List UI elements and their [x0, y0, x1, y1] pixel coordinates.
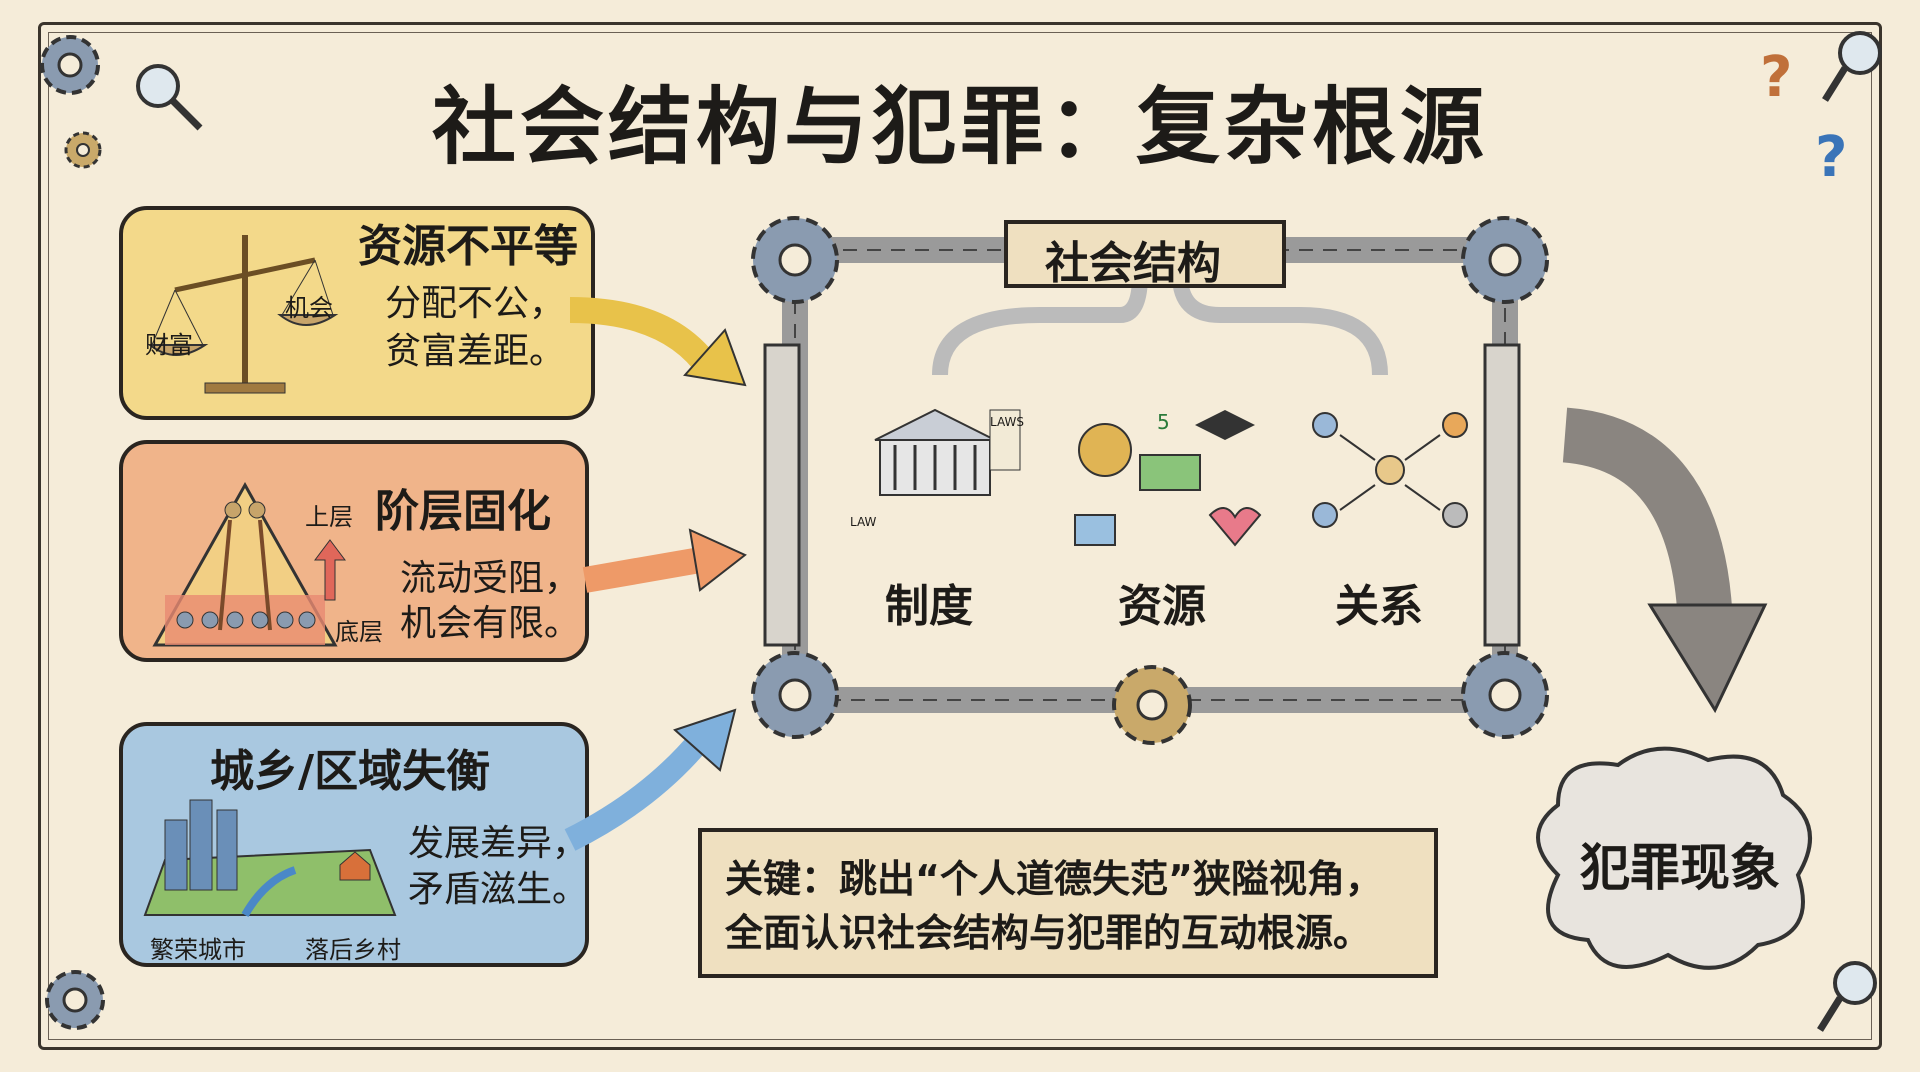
magnifier-icon: [1817, 961, 1877, 1032]
government-building-icon: [874, 408, 1021, 496]
key-insight-line: 关键：跳出“个人道德失范”狭隘视角，: [725, 857, 1383, 901]
city-village-icon: [143, 799, 397, 918]
panel-desc-line: 发展差异，: [408, 823, 589, 864]
pillar-label-resources: 资源: [1118, 581, 1206, 632]
pillar-label-institutions: 制度: [885, 581, 973, 632]
gear-icon: [45, 970, 105, 1030]
crime-phenomenon-label: 犯罪现象: [1580, 839, 1780, 897]
panel-class-solidification: [119, 440, 589, 662]
center-banner: [1004, 220, 1286, 288]
people-network-icon: [1312, 412, 1468, 528]
key-insight-banner: [698, 828, 1438, 978]
panel-desc-line: 矛盾滋生。: [408, 869, 589, 910]
gear-icon: [40, 35, 100, 95]
panel-desc-line: 机会有限。: [400, 603, 581, 644]
magnifier-icon: [1822, 31, 1882, 102]
pyramid-icon: [152, 481, 338, 647]
money-education-health-icons: [1074, 410, 1262, 547]
panel-desc-line: 分配不公，: [385, 283, 566, 324]
panel-desc-line: 流动受阻，: [400, 558, 581, 599]
page-title: 社会结构与犯罪：复杂根源: [431, 78, 1488, 176]
social-structure-frame: [751, 216, 1549, 745]
outer-border: [38, 22, 1882, 1050]
arrow-icon: [582, 528, 747, 593]
pillar-label-relations: 关系: [1335, 581, 1423, 632]
arrow-icon: [569, 297, 747, 387]
scale-label-opportunity: 机会: [285, 294, 333, 322]
magnifier-icon: [136, 64, 203, 131]
pyramid-label-lower: 底层: [335, 618, 383, 646]
inner-border: [48, 32, 1872, 1040]
panel-title: 城乡/区域失衡: [210, 746, 491, 797]
speech-bubble-number: 5: [1157, 410, 1170, 434]
panel-title: 阶层固化: [375, 486, 551, 537]
question-mark-icon: ?: [1760, 45, 1793, 110]
scale-label-wealth: 财富: [145, 331, 193, 359]
down-arrow-icon: [1562, 407, 1768, 714]
crime-cloud: [1536, 746, 1812, 970]
law-scroll-label: LAWS: [990, 415, 1024, 429]
center-banner-title: 社会结构: [1045, 238, 1221, 289]
law-doc-label: LAW: [850, 515, 877, 529]
key-insight-line: 全面认识社会结构与犯罪的互动根源。: [725, 911, 1372, 955]
arrow-icon: [564, 708, 737, 851]
panel-title: 资源不平等: [358, 221, 578, 272]
pyramid-label-upper: 上层: [305, 503, 353, 531]
gear-icon: [64, 131, 102, 169]
up-arrow-icon: [314, 539, 346, 601]
panel-desc-line: 贫富差距。: [385, 331, 566, 372]
label-rural-village: 落后乡村: [305, 936, 401, 964]
scale-icon: [147, 235, 339, 394]
label-prosperous-city: 繁荣城市: [150, 936, 246, 964]
panel-resource-inequality: [119, 206, 595, 420]
question-mark-icon: ?: [1815, 125, 1848, 190]
